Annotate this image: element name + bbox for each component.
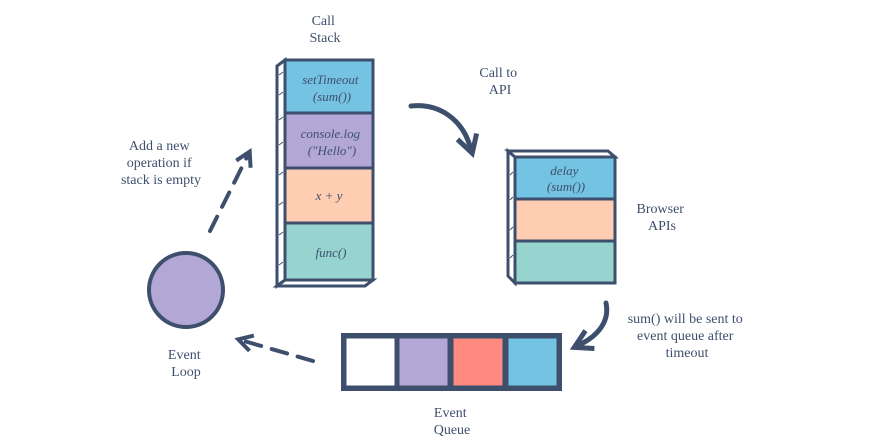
call-to-api-arrow (408, 103, 480, 158)
event-queue-slot (396, 335, 451, 389)
call-to-api-label: Call to API (479, 66, 520, 98)
event-queue-label: Event Queue (434, 406, 471, 438)
browser-apis-label: Browser APIs (637, 202, 688, 234)
call-stack-label: Call Stack (309, 14, 340, 46)
event-loop-circle (147, 251, 225, 329)
browser-api-item (513, 239, 617, 285)
browser-apis-stack: delay (sum()) (503, 147, 620, 287)
sent-to-queue-label: sum() will be sent to event queue after … (628, 312, 747, 361)
to-queue-arrow (569, 300, 610, 351)
add-operation-label: Add a new operation if stack is empty (121, 139, 201, 188)
browser-api-item (513, 197, 617, 243)
browser-api-item-text: delay (sum()) (547, 163, 585, 194)
event-loop-label: Event Loop (168, 348, 204, 380)
loop-to-stack-arrow (208, 148, 253, 233)
queue-to-loop-arrow (234, 333, 315, 363)
event-queue-slot (450, 335, 506, 389)
event-queue (341, 333, 562, 391)
event-queue-slot (343, 335, 398, 389)
call-stack-item (283, 221, 375, 282)
event-queue-slot (505, 335, 560, 389)
call-stack: setTimeout (sum()) console.log ("Hello")… (272, 57, 378, 289)
call-stack-item-text: setTimeout (sum()) (302, 72, 362, 104)
browser-api-item (513, 155, 617, 201)
call-stack-item-text: x + y (315, 188, 343, 203)
call-stack-item-text: func() (315, 245, 346, 260)
call-stack-item-text: console.log ("Hello") (301, 126, 364, 158)
